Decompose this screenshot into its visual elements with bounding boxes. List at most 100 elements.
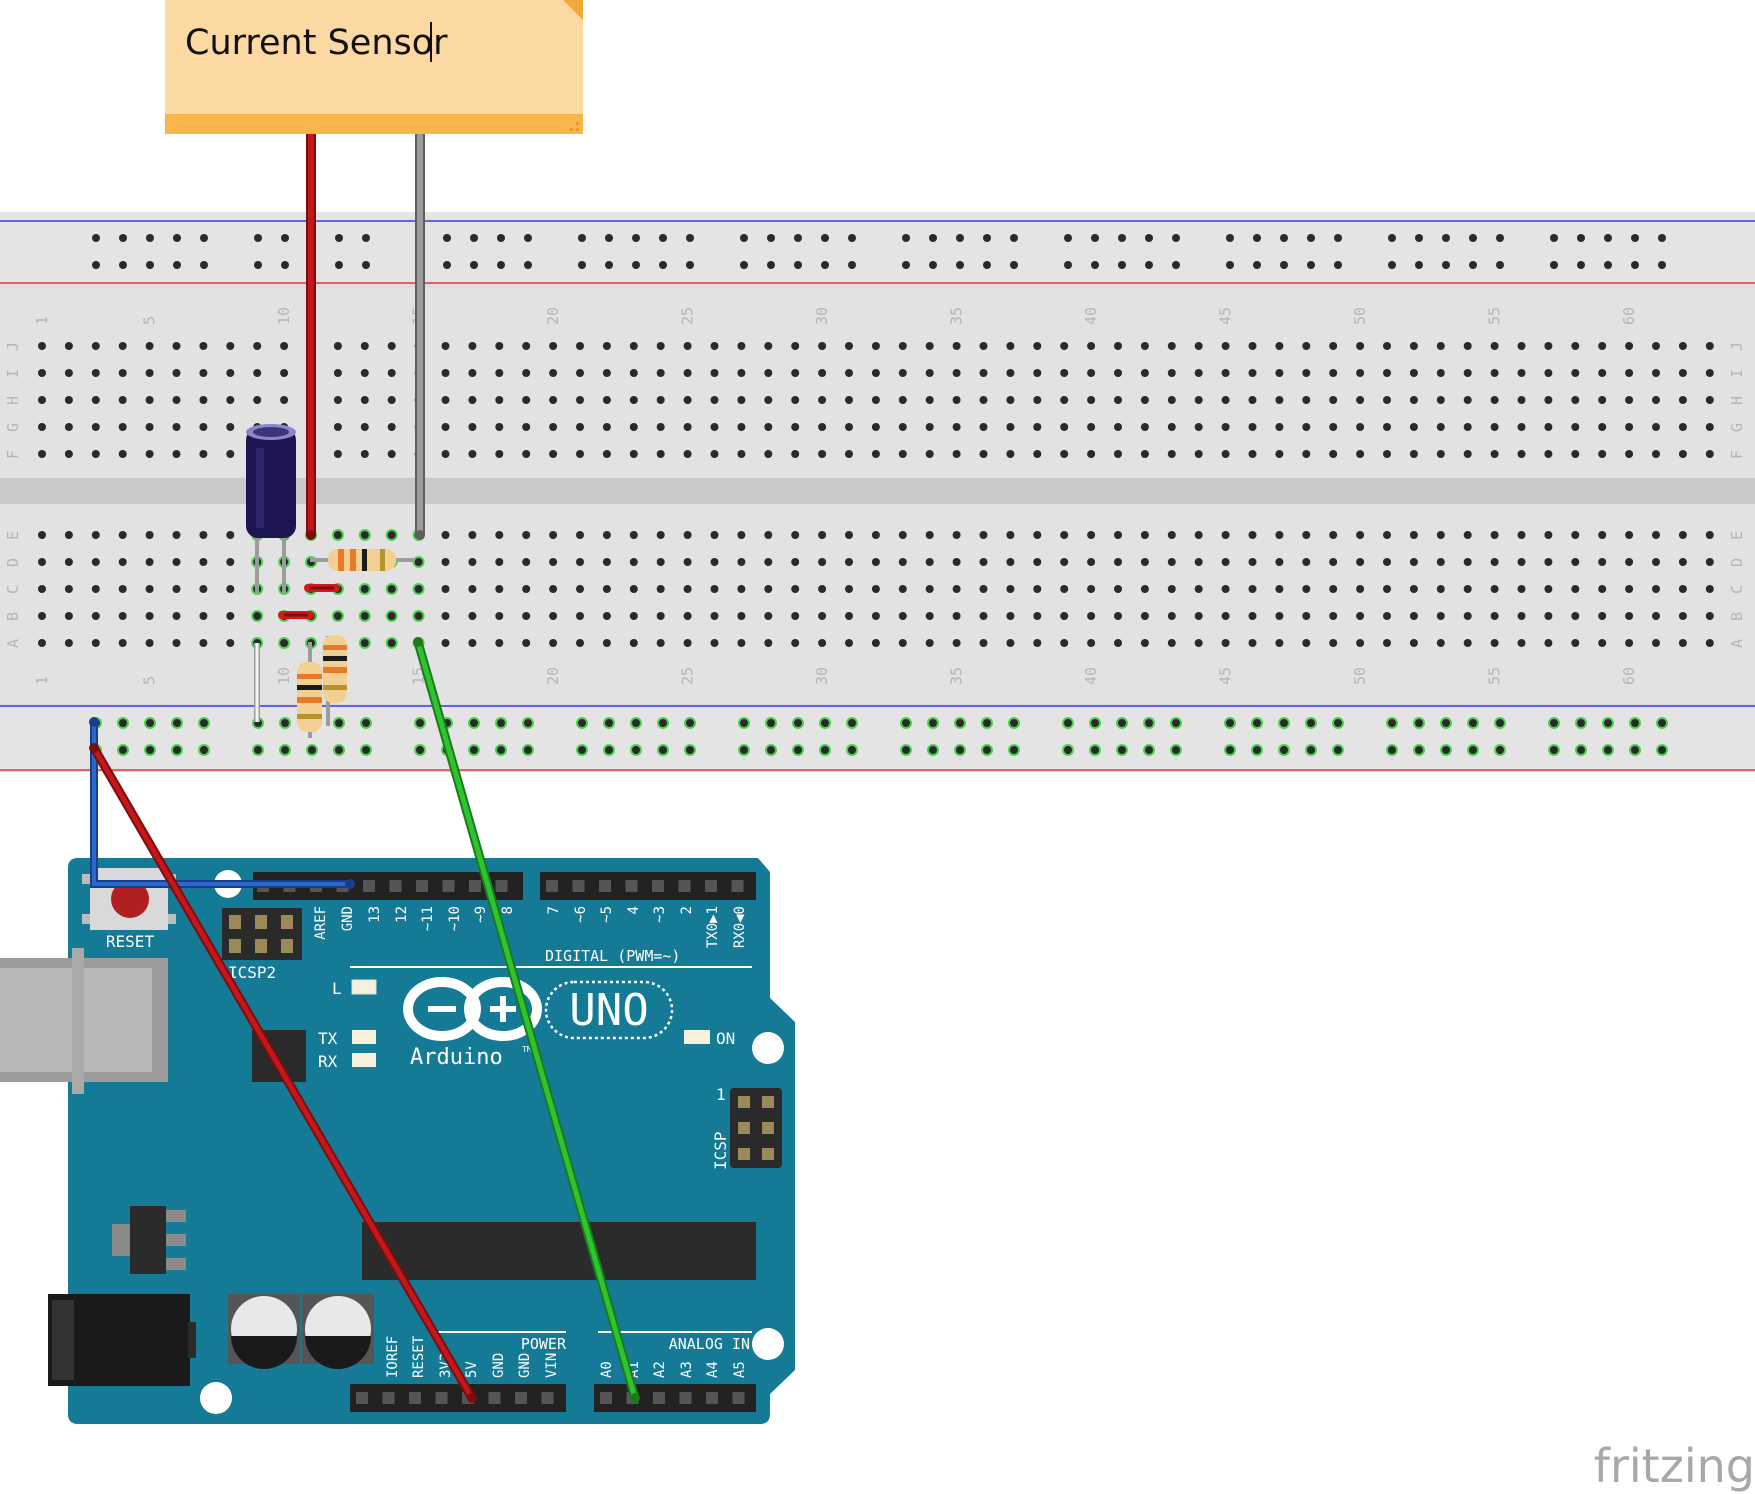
breadboard-hole[interactable] [1329,639,1338,647]
breadboard-hole[interactable] [1517,531,1526,539]
breadboard-hole[interactable] [145,531,154,539]
breadboard-hole[interactable] [656,369,665,377]
breadboard-hole[interactable] [871,639,880,647]
power-rail-hole[interactable] [632,261,640,269]
breadboard-hole[interactable] [1383,369,1391,377]
power-rail-hole[interactable] [1575,717,1587,729]
breadboard-hole[interactable] [818,558,827,566]
breadboard-hole[interactable] [1436,531,1445,539]
breadboard-hole[interactable] [1463,369,1472,377]
breadboard-hole[interactable] [118,342,127,350]
breadboard-hole[interactable] [925,423,934,431]
breadboard-hole[interactable] [1302,423,1311,431]
breadboard-hole[interactable] [1221,396,1230,404]
breadboard-hole[interactable] [1436,396,1445,404]
breadboard-hole[interactable] [226,531,235,539]
breadboard-hole[interactable] [1598,423,1607,431]
breadboard-hole[interactable] [91,423,100,431]
power-rail-hole[interactable] [470,261,478,269]
breadboard-hole[interactable] [1060,558,1069,566]
breadboard-hole[interactable] [1087,450,1096,458]
power-rail-hole[interactable] [1091,234,1099,242]
breadboard-hole[interactable] [199,342,208,350]
header-pin[interactable] [442,880,455,892]
breadboard-hole[interactable] [602,396,611,404]
power-rail-hole[interactable] [1251,744,1263,756]
power-rail-hole[interactable] [1118,234,1126,242]
breadboard-hole[interactable] [64,423,73,431]
breadboard-hole[interactable] [1329,531,1338,539]
breadboard-hole[interactable] [172,585,181,593]
breadboard-hole[interactable] [629,369,638,377]
breadboard-hole[interactable] [1490,639,1499,647]
breadboard-hole[interactable] [64,396,73,404]
breadboard-hole[interactable] [1436,342,1445,350]
breadboard-hole[interactable] [522,369,531,377]
breadboard-hole[interactable] [331,529,344,541]
breadboard-hole[interactable] [602,558,611,566]
breadboard-hole[interactable] [737,342,746,350]
power-rail-hole[interactable] [1226,234,1234,242]
breadboard-hole[interactable] [576,369,584,377]
breadboard-hole[interactable] [1033,558,1042,566]
power-rail-hole[interactable] [497,234,505,242]
breadboard-hole[interactable] [1625,558,1634,566]
breadboard-hole[interactable] [412,556,425,568]
breadboard-hole[interactable] [1705,423,1714,431]
breadboard-hole[interactable] [522,531,531,539]
breadboard-hole[interactable] [331,610,344,622]
breadboard-hole[interactable] [925,612,934,620]
breadboard-hole[interactable] [118,612,127,620]
breadboard-hole[interactable] [818,396,827,404]
breadboard-hole[interactable] [91,612,100,620]
breadboard-hole[interactable] [629,558,638,566]
breadboard-hole[interactable] [1140,450,1149,458]
breadboard-hole[interactable] [1678,639,1687,647]
breadboard-hole[interactable] [871,585,880,593]
breadboard-hole[interactable] [898,585,907,593]
breadboard-hole[interactable] [1383,639,1391,647]
breadboard-hole[interactable] [1006,423,1015,431]
breadboard-hole[interactable] [358,583,371,595]
header-pin[interactable] [572,880,585,892]
breadboard-hole[interactable] [1329,423,1338,431]
breadboard-hole[interactable] [1652,450,1660,458]
breadboard-hole[interactable] [656,585,665,593]
power-rail-hole[interactable] [1143,744,1155,756]
breadboard-hole[interactable] [1087,342,1096,350]
breadboard-hole[interactable] [602,369,611,377]
power-rail-hole[interactable] [954,744,966,756]
breadboard-hole[interactable] [118,531,127,539]
breadboard-hole[interactable] [1275,639,1284,647]
breadboard-hole[interactable] [791,585,800,593]
breadboard-hole[interactable] [737,369,746,377]
breadboard-hole[interactable] [629,342,638,350]
breadboard-hole[interactable] [925,585,934,593]
breadboard-hole[interactable] [38,396,46,404]
breadboard-hole[interactable] [1544,450,1553,458]
breadboard-hole[interactable] [845,558,853,566]
power-rail-hole[interactable] [983,234,991,242]
power-rail-hole[interactable] [335,234,343,242]
breadboard-hole[interactable] [925,531,934,539]
breadboard-hole[interactable] [898,396,907,404]
breadboard-hole[interactable] [1248,531,1257,539]
power-rail-hole[interactable] [119,234,127,242]
breadboard-hole[interactable] [576,612,584,620]
breadboard-hole[interactable] [1006,558,1015,566]
breadboard-hole[interactable] [925,369,934,377]
power-rail-hole[interactable] [522,717,534,729]
breadboard-hole[interactable] [1571,531,1580,539]
breadboard-hole[interactable] [898,450,907,458]
breadboard-hole[interactable] [710,639,719,647]
breadboard-hole[interactable] [91,342,100,350]
header-pin[interactable] [435,1392,448,1404]
power-rail-hole[interactable] [117,717,129,729]
breadboard-hole[interactable] [118,450,127,458]
power-rail-hole[interactable] [981,717,993,729]
breadboard-hole[interactable] [1383,531,1391,539]
power-rail-hole[interactable] [470,234,478,242]
breadboard-hole[interactable] [522,558,531,566]
breadboard-hole[interactable] [1409,450,1418,458]
breadboard-hole[interactable] [441,369,450,377]
